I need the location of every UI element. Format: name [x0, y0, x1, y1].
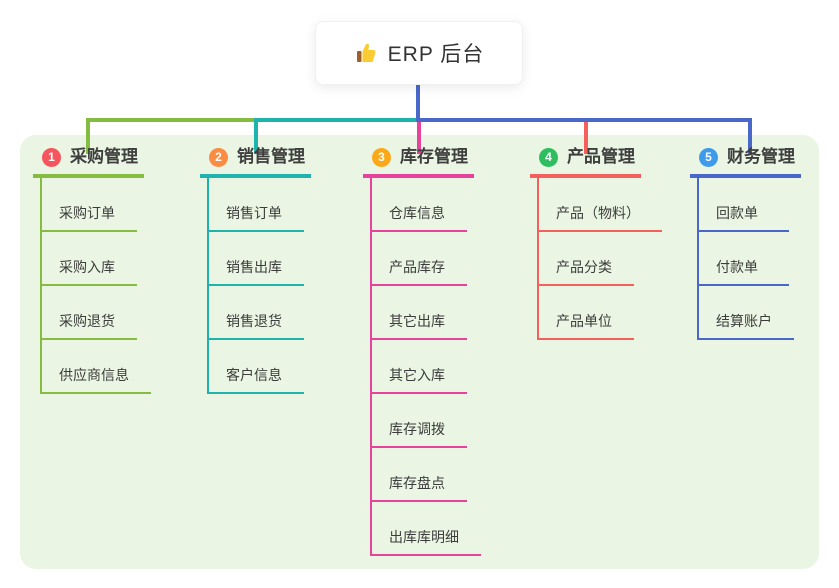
branch-number-badge: 1 [42, 147, 61, 167]
connector-drop [254, 118, 258, 154]
node-item[interactable]: 客户信息 [209, 340, 304, 394]
node-label: 客户信息 [226, 367, 282, 383]
node-label: 采购入库 [59, 259, 115, 275]
node-item[interactable]: 库存盘点 [372, 448, 467, 502]
node-item[interactable]: 产品（物料） [539, 178, 662, 232]
branch-label: 销售管理 [237, 147, 305, 166]
branch-label: 财务管理 [727, 147, 795, 166]
node-label: 产品分类 [556, 259, 612, 275]
node-item[interactable]: 出库库明细 [372, 502, 481, 556]
branch-number-badge: 4 [539, 147, 558, 167]
node-item[interactable]: 销售退货 [209, 286, 304, 340]
node-label: 库存调拨 [389, 421, 445, 437]
root-node[interactable]: ERP 后台 [315, 21, 523, 85]
branch-number-badge: 3 [372, 147, 391, 167]
branch-finance-management: 5 财务管理 回款单 付款单 结算账户 [690, 147, 801, 340]
node-label: 回款单 [716, 205, 758, 221]
thumbs-up-icon [354, 41, 378, 65]
branch-sales-management: 2 销售管理 销售订单 销售出库 销售退货 客户信息 [200, 147, 311, 394]
branch-product-management: 4 产品管理 产品（物料） 产品分类 产品单位 [530, 147, 662, 340]
node-label: 采购订单 [59, 205, 115, 221]
connector-root-line [416, 83, 420, 118]
branch-inventory-management: 3 库存管理 仓库信息 产品库存 其它出库 其它入库 库存调拨 库存盘点 出库库… [363, 147, 481, 556]
node-item[interactable]: 付款单 [699, 232, 789, 286]
node-label: 仓库信息 [389, 205, 445, 221]
node-item[interactable]: 采购订单 [42, 178, 137, 232]
node-label: 其它出库 [389, 313, 445, 329]
node-item[interactable]: 仓库信息 [372, 178, 467, 232]
branch-purchase-management: 1 采购管理 采购订单 采购入库 采购退货 供应商信息 [33, 147, 151, 394]
branch-label: 采购管理 [70, 147, 138, 166]
node-label: 其它入库 [389, 367, 445, 383]
map-background-panel [20, 135, 819, 569]
node-item[interactable]: 其它出库 [372, 286, 467, 340]
node-label: 采购退货 [59, 313, 115, 329]
connector-drop [86, 118, 90, 154]
branch-label: 产品管理 [567, 147, 635, 166]
branch-header-product[interactable]: 4 产品管理 [530, 147, 641, 178]
node-label: 销售退货 [226, 313, 282, 329]
connector-drop [584, 122, 588, 154]
node-item[interactable]: 产品分类 [539, 232, 634, 286]
branch-label: 库存管理 [400, 147, 468, 166]
node-item[interactable]: 采购入库 [42, 232, 137, 286]
node-item[interactable]: 产品单位 [539, 286, 634, 340]
node-item[interactable]: 结算账户 [699, 286, 794, 340]
connector-bus-segment [254, 118, 417, 122]
node-item[interactable]: 产品库存 [372, 232, 467, 286]
branch-number-badge: 5 [699, 147, 718, 167]
node-item[interactable]: 销售订单 [209, 178, 304, 232]
node-item[interactable]: 回款单 [699, 178, 789, 232]
connector-drop [748, 118, 752, 154]
node-label: 销售出库 [226, 259, 282, 275]
node-label: 结算账户 [716, 313, 772, 329]
node-item[interactable]: 供应商信息 [42, 340, 151, 394]
node-label: 产品单位 [556, 313, 612, 329]
branch-header-inventory[interactable]: 3 库存管理 [363, 147, 474, 178]
node-label: 产品库存 [389, 259, 445, 275]
node-item[interactable]: 其它入库 [372, 340, 467, 394]
node-label: 产品（物料） [556, 205, 640, 221]
node-label: 销售订单 [226, 205, 282, 221]
branch-number-badge: 2 [209, 147, 228, 167]
root-title: ERP 后台 [387, 43, 485, 66]
connector-bus-segment [416, 118, 752, 122]
connector-bus-segment [86, 118, 256, 122]
node-label: 付款单 [716, 259, 758, 275]
node-label: 供应商信息 [59, 367, 129, 383]
node-label: 出库库明细 [389, 529, 459, 545]
branch-header-finance[interactable]: 5 财务管理 [690, 147, 801, 178]
node-item[interactable]: 库存调拨 [372, 394, 467, 448]
branch-header-purchase[interactable]: 1 采购管理 [33, 147, 144, 178]
connector-drop [417, 122, 421, 154]
node-item[interactable]: 采购退货 [42, 286, 137, 340]
node-label: 库存盘点 [389, 475, 445, 491]
branch-header-sales[interactable]: 2 销售管理 [200, 147, 311, 178]
node-item[interactable]: 销售出库 [209, 232, 304, 286]
